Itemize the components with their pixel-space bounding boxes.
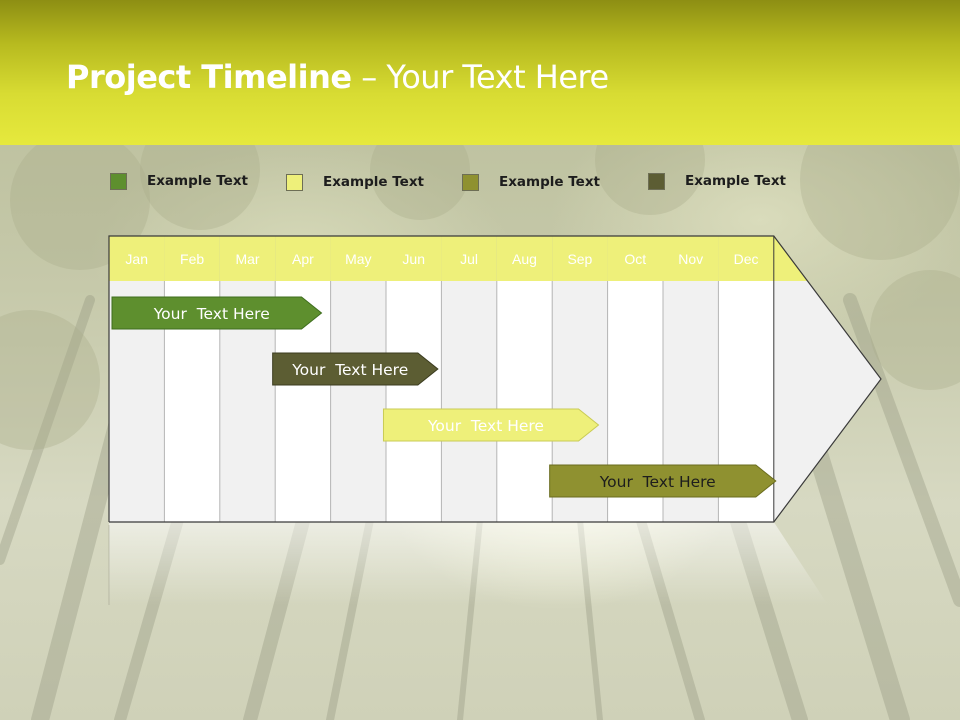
month-label: Apr [292, 251, 314, 267]
month-column [386, 281, 442, 522]
month-column [330, 281, 386, 522]
task-bar-label: Your Text Here [427, 417, 544, 435]
month-header-row: Jan Feb Mar Apr May Jun Jul Aug Sep Oct Nov Dec [109, 236, 808, 281]
month-header-cell [164, 236, 220, 281]
month-header-cell [496, 236, 553, 281]
month-header-cell [607, 236, 663, 281]
month-label: Mar [235, 251, 259, 267]
legend-label: Example Text [323, 174, 424, 190]
reflection-shape [109, 522, 828, 605]
month-label: Oct [624, 251, 646, 267]
legend-item-3: Example Text [462, 171, 600, 193]
month-header-cell [275, 236, 331, 281]
month-label: Jun [402, 251, 425, 267]
legend-swatch [110, 172, 127, 190]
task-bar-shape [549, 464, 777, 498]
month-column [441, 281, 497, 522]
legend-item-4: Example Text [648, 170, 786, 192]
legend-item-2: Example Text [286, 171, 424, 193]
month-label: Dec [734, 251, 759, 267]
month-header-cell [386, 236, 442, 281]
legend-swatch [462, 173, 479, 191]
task-bar-label: Your Text Here [291, 361, 408, 379]
month-header-cell [552, 236, 608, 281]
month-label: Feb [180, 251, 204, 267]
task-bar: Your Text Here [382, 408, 600, 442]
month-header-cell [441, 236, 497, 281]
task-bar-label: Your Text Here [599, 473, 716, 491]
month-label: Jan [125, 251, 148, 267]
month-label: May [345, 251, 371, 267]
month-column [496, 281, 553, 522]
month-label: Aug [512, 251, 537, 267]
month-header-cell [718, 236, 774, 281]
legend-swatch [648, 172, 665, 190]
task-bar-shape [272, 352, 439, 386]
slide-title: Project Timeline – Your Text Here [66, 58, 609, 96]
task-bar: Your Text Here [549, 464, 777, 498]
task-bar-shape [111, 296, 323, 330]
title-band: Project Timeline – Your Text Here [0, 0, 960, 145]
legend-label: Example Text [147, 173, 248, 189]
timeline-outline-line [108, 235, 882, 523]
legend-label: Example Text [685, 173, 786, 189]
task-bar-shape [382, 408, 600, 442]
month-label: Nov [678, 251, 703, 267]
task-bar-label: Your Text Here [153, 305, 270, 323]
timeline-outline [108, 235, 882, 523]
slide-title-rest: – Your Text Here [351, 58, 609, 96]
month-label: Jul [460, 251, 478, 267]
month-header-cell [663, 236, 719, 281]
month-label: Sep [567, 251, 592, 267]
month-header-cell [219, 236, 276, 281]
legend-swatch [286, 173, 303, 191]
slide-title-bold: Project Timeline [66, 58, 352, 96]
month-header-cell [109, 236, 165, 281]
task-bar: Your Text Here [111, 296, 323, 330]
task-bar: Your Text Here [272, 352, 439, 386]
legend-item-1: Example Text [110, 170, 248, 192]
timeline-reflection [108, 522, 828, 605]
month-header-cell [330, 236, 386, 281]
legend-label: Example Text [499, 174, 600, 190]
